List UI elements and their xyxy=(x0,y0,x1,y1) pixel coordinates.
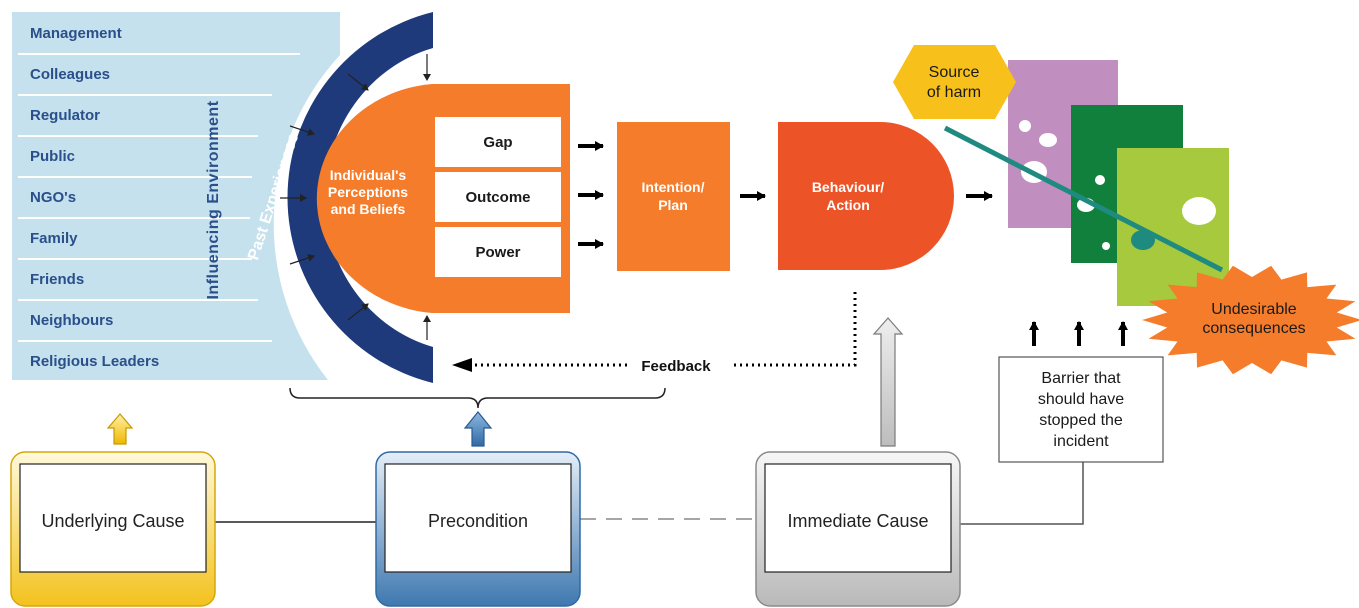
hazard-trajectory xyxy=(943,125,1224,273)
intention-plan-box xyxy=(617,122,730,271)
barrier-hole xyxy=(1095,175,1105,185)
precondition-arrow xyxy=(463,411,493,447)
environment-item: Colleagues xyxy=(30,66,110,83)
environment-item: Neighbours xyxy=(30,312,113,329)
behaviour-label: Behaviour/ xyxy=(812,179,884,195)
immediate-cause-box xyxy=(764,463,952,573)
feedback-loop xyxy=(452,292,857,372)
perceptions-label: Individual's xyxy=(330,167,407,183)
barrier-note-line: should have xyxy=(1038,391,1124,408)
behaviour-label: Action xyxy=(826,197,870,213)
outcome-label: Outcome xyxy=(465,189,530,206)
feedback-label: Feedback xyxy=(641,358,711,375)
power-label: Power xyxy=(475,244,520,261)
environment-item: Family xyxy=(30,230,78,247)
consequences-label: Undesirable xyxy=(1211,301,1296,318)
barrier-hole xyxy=(1039,133,1057,147)
influencing-environment-title: Influencing Environment xyxy=(205,100,222,299)
barrier-hole xyxy=(1019,120,1031,132)
immediate-cause-label: Immediate Cause xyxy=(787,511,928,531)
perceptions-label: and Beliefs xyxy=(331,201,406,217)
trajectory-dot xyxy=(1131,230,1155,250)
perceptions-label: Perceptions xyxy=(328,184,408,200)
environment-item: Management xyxy=(30,25,122,42)
environment-item: Regulator xyxy=(30,107,100,124)
barrier-note-line: stopped the xyxy=(1039,412,1123,429)
immediate-to-barrier-connector xyxy=(957,462,1084,525)
environment-item: Religious Leaders xyxy=(30,353,159,370)
grouping-brace xyxy=(289,387,666,409)
intention-label: Intention/ xyxy=(642,179,705,195)
underlying-cause-label: Underlying Cause xyxy=(41,511,184,531)
behaviour-action-shape xyxy=(778,122,954,270)
past-experiences-band xyxy=(287,12,433,383)
intention-label: Plan xyxy=(658,197,688,213)
underlying-cause-box xyxy=(19,463,207,573)
barrier-arrows xyxy=(1029,321,1128,346)
gap-label: Gap xyxy=(483,134,512,151)
precondition-label: Precondition xyxy=(428,511,528,531)
environment-item: Public xyxy=(30,148,75,165)
environment-separators xyxy=(18,53,300,342)
environment-item: Friends xyxy=(30,271,84,288)
influence-arrows xyxy=(280,54,431,340)
precondition-box xyxy=(384,463,572,573)
outcome-box xyxy=(435,172,561,222)
source-of-harm-label: Source xyxy=(929,64,980,81)
consequences-label: consequences xyxy=(1202,320,1305,337)
barrier-hole xyxy=(1182,197,1216,225)
influencing-environment-panel xyxy=(12,12,340,380)
barrier-note-box xyxy=(998,356,1164,463)
environment-item: NGO's xyxy=(30,189,76,206)
source-of-harm-label: of harm xyxy=(927,84,981,101)
undesirable-consequences-shape xyxy=(1142,265,1359,375)
immediate-cause-arrow xyxy=(872,317,904,447)
power-box xyxy=(435,227,561,277)
gap-box xyxy=(435,117,561,167)
barrier-note-line: incident xyxy=(1053,433,1109,450)
source-of-harm-shape xyxy=(893,45,1016,119)
barrier-hole xyxy=(1102,242,1110,250)
barrier-note-line: Barrier that xyxy=(1041,370,1121,387)
underlying-cause-arrow xyxy=(106,413,134,445)
flow-arrows-to-intention xyxy=(578,141,604,249)
